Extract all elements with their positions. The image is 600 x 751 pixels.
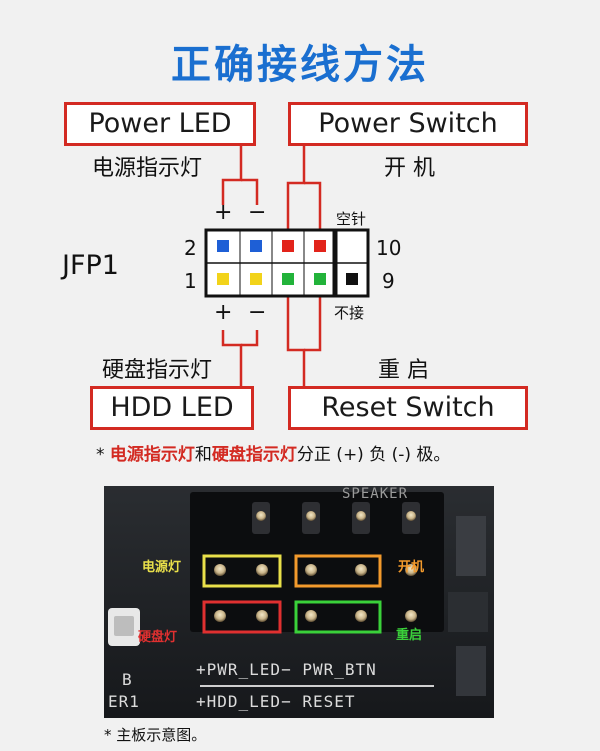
wiring-diagram	[204, 146, 370, 388]
pin-number-9: 9	[382, 269, 395, 293]
note-polarity: 分正 (+) 负 (-) 极。	[296, 445, 451, 465]
hdd-wire-2	[241, 330, 259, 347]
pin-7	[314, 273, 326, 285]
note-power-led: 电源指示灯	[109, 445, 195, 465]
pin-5	[282, 273, 294, 285]
photo-silk-top: +PWR_LED− PWR_BTN	[196, 660, 377, 679]
reset-cn: 重 启	[378, 358, 429, 383]
photo-label-hdd: 硬盘灯	[138, 630, 178, 645]
pin-number-2: 2	[184, 236, 197, 260]
pin-number-10: 10	[376, 236, 402, 260]
hdd-wire	[221, 330, 243, 388]
power-led-wire-2	[241, 178, 259, 205]
no-connect-label: 不接	[334, 304, 365, 322]
power-switch-cn: 开 机	[384, 156, 435, 181]
power-led-label: Power LED	[64, 102, 256, 146]
pin-2	[217, 240, 229, 252]
pin-number-1: 1	[184, 269, 197, 293]
photo-silk-bottom: +HDD_LED− RESET	[196, 692, 356, 711]
motherboard-photo: 电源灯 开机 硬盘灯 重启 +PWR_LED− PWR_BTN +HDD_LED…	[104, 486, 494, 718]
photo-power-btn-box	[294, 554, 382, 588]
photo-power-led-box	[202, 554, 282, 588]
pin-3	[250, 273, 262, 285]
photo-reset-box	[294, 600, 382, 634]
pin-1	[217, 273, 229, 285]
photo-silk-corner-2: ER1	[108, 692, 140, 711]
hdd-led-minus: −	[248, 300, 267, 325]
photo-label-power-led: 电源灯	[142, 560, 182, 575]
note-and: 和	[194, 445, 212, 465]
power-led-minus: −	[248, 200, 267, 225]
pin-6	[282, 240, 294, 252]
photo-label-power-btn: 开机	[398, 560, 425, 575]
page-title: 正确接线方法	[171, 42, 429, 88]
power-switch-wire	[286, 146, 306, 232]
power-led-wire	[221, 146, 243, 205]
hdd-led-label: HDD LED	[90, 386, 254, 430]
photo-silk-speaker: SPEAKER	[342, 486, 409, 502]
pin-8	[314, 240, 326, 252]
reset-wire-2	[304, 282, 322, 352]
power-led-plus: +	[214, 200, 233, 225]
power-switch-label: Power Switch	[288, 102, 528, 146]
pin-9	[346, 273, 358, 285]
polarity-note: * 电源指示灯和硬盘指示灯分正 (+) 负 (-) 极。	[96, 440, 450, 465]
photo-silk-corner-1: B	[122, 670, 133, 689]
photo-bottom-pins	[214, 610, 417, 622]
power-switch-wire-2	[304, 181, 322, 232]
photo-label-reset: 重启	[396, 628, 423, 643]
empty-pin-label: 空针	[336, 210, 367, 228]
pin-4	[250, 240, 262, 252]
hdd-led-cn: 硬盘指示灯	[102, 358, 213, 383]
note-prefix: *	[96, 445, 110, 465]
photo-top-pins	[252, 502, 420, 534]
note-hdd-led: 硬盘指示灯	[211, 445, 297, 465]
photo-caption: * 主板示意图。	[104, 726, 207, 744]
hdd-led-plus: +	[214, 300, 233, 325]
reset-wire	[286, 282, 306, 388]
motherboard-illustration	[104, 486, 494, 718]
photo-hdd-box	[202, 600, 282, 634]
power-led-cn: 电源指示灯	[92, 156, 203, 181]
reset-switch-label: Reset Switch	[288, 386, 528, 430]
photo-middle-pins	[214, 564, 417, 576]
header-name: JFP1	[62, 250, 119, 281]
